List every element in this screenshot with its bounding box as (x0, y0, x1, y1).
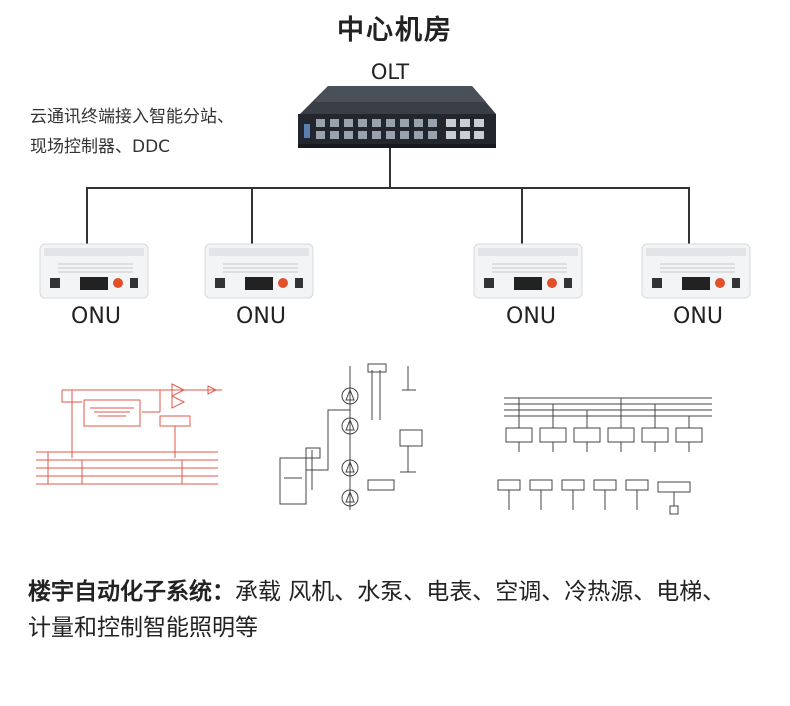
olt-trunk-line (389, 148, 391, 188)
onu-device-icon (473, 243, 583, 299)
onu-label: ONU (71, 304, 121, 329)
onu-label: ONU (506, 304, 556, 329)
water-system-schematic (36, 383, 222, 485)
subsystem-list: 承载 风机、水泵、电表、空调、冷热源、电梯、 (235, 579, 726, 605)
onu-label: ONU (236, 304, 286, 329)
access-note-line1: 云通讯终端接入智能分站、 (30, 107, 234, 127)
onu-drop-line (251, 187, 253, 245)
power-distribution-schematic (497, 397, 712, 515)
access-note: 云通讯终端接入智能分站、 现场控制器、DDC (30, 102, 234, 162)
subsystem-description: 楼宇自动化子系统：承载 风机、水泵、电表、空调、冷热源、电梯、 计量和控制智能照… (28, 574, 768, 646)
subsystem-description-line1: 楼宇自动化子系统：承载 风机、水泵、电表、空调、冷热源、电梯、 (28, 574, 768, 610)
onu-drop-line (521, 187, 523, 245)
olt-label: OLT (370, 60, 410, 84)
onu-drop-line (688, 187, 690, 245)
subsystem-description-line2: 计量和控制智能照明等 (28, 615, 258, 641)
subsystem-heading: 楼宇自动化子系统： (28, 579, 235, 605)
distribution-bus-line (86, 187, 690, 189)
page-title: 中心机房 (337, 15, 453, 46)
onu-drop-line (86, 187, 88, 245)
onu-label: ONU (673, 304, 723, 329)
access-note-line2: 现场控制器、DDC (30, 137, 171, 157)
olt-device-icon (298, 86, 496, 148)
pump-station-schematic (279, 363, 423, 510)
onu-device-icon (204, 243, 314, 299)
onu-device-icon (39, 243, 149, 299)
onu-device-icon (641, 243, 751, 299)
